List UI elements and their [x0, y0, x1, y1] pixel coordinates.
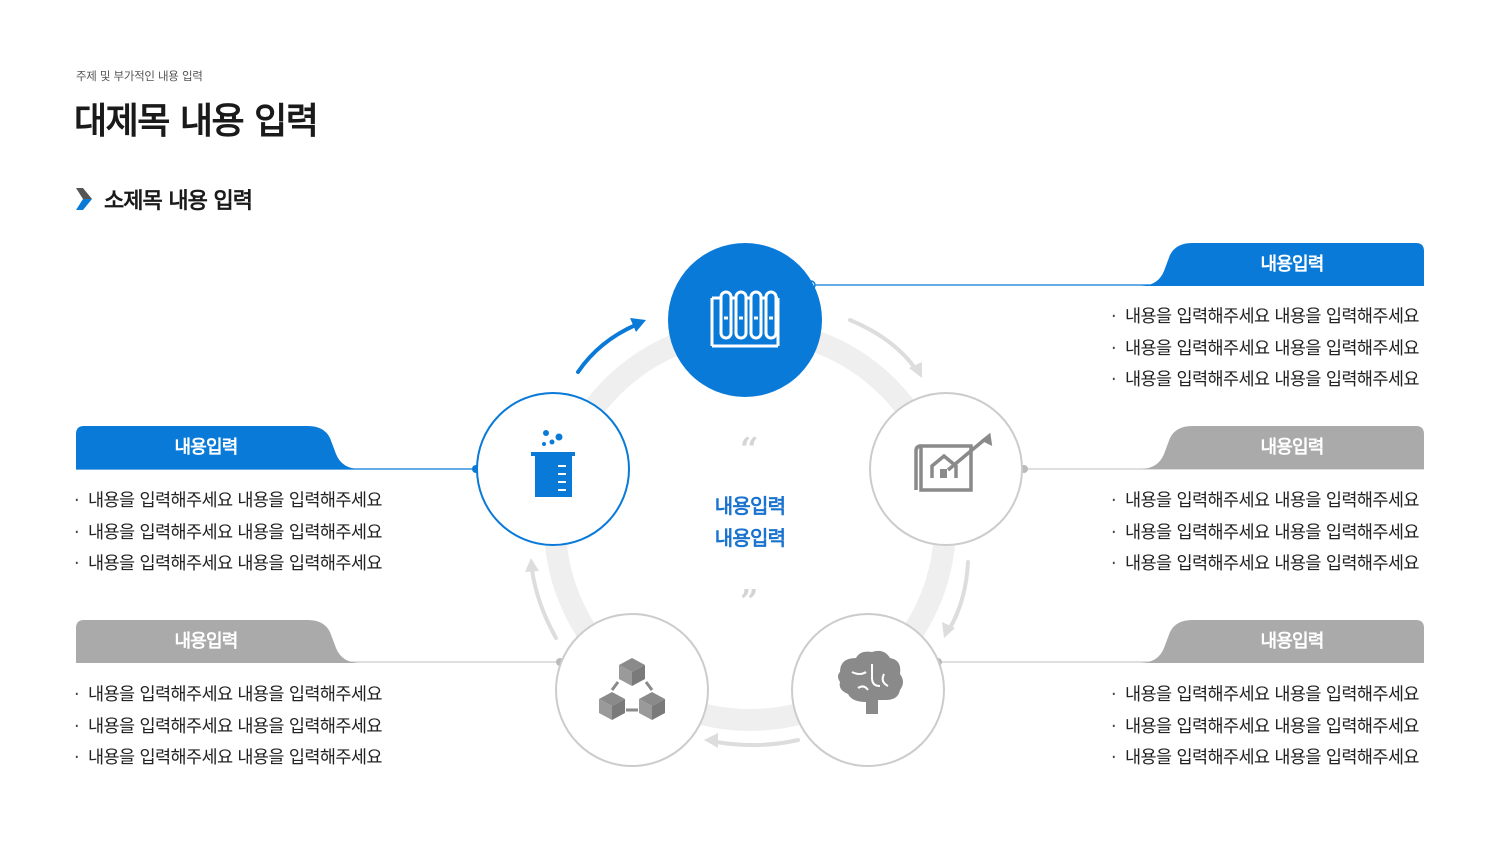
- panel-bottom-left-list: ·내용을 입력해주세요 내용을 입력해주세요 ·내용을 입력해주세요 내용을 입…: [74, 680, 382, 775]
- blueprint-house-icon: [914, 432, 993, 492]
- node-top: [668, 243, 822, 397]
- panel-top-right-list: ·내용을 입력해주세요 내용을 입력해주세요 ·내용을 입력해주세요 내용을 입…: [1111, 302, 1419, 397]
- center-label: 내용입력 내용입력: [690, 490, 810, 554]
- panel-bottom-right-list: ·내용을 입력해주세요 내용을 입력해주세요 ·내용을 입력해주세요 내용을 입…: [1111, 680, 1419, 775]
- panel-bottom-right-title: 내용입력: [1260, 631, 1324, 652]
- list-item: ·내용을 입력해주세요 내용을 입력해주세요: [1111, 307, 1419, 327]
- list-item: ·내용을 입력해주세요 내용을 입력해주세요: [74, 554, 382, 574]
- section-subtitle: 소제목 내용 입력: [104, 189, 253, 214]
- center-line-2: 내용입력: [714, 526, 786, 550]
- open-quote: “: [740, 430, 759, 468]
- beaker-icon: [531, 430, 575, 497]
- node-bottom-right: [791, 613, 945, 767]
- page-title: 대제목 내용 입력: [74, 101, 319, 142]
- list-item: ·내용을 입력해주세요 내용을 입력해주세요: [74, 748, 382, 768]
- panel-mid-left-title: 내용입력: [174, 437, 238, 458]
- list-item: ·내용을 입력해주세요 내용을 입력해주세요: [1111, 748, 1419, 768]
- arrow-top-to-right: [848, 318, 922, 378]
- node-bottom-left: [555, 613, 709, 767]
- cubes-network-icon: [599, 658, 665, 720]
- node-left: [476, 392, 630, 546]
- list-item: ·내용을 입력해주세요 내용을 입력해주세요: [1111, 370, 1419, 390]
- panel-mid-left-list: ·내용을 입력해주세요 내용을 입력해주세요 ·내용을 입력해주세요 내용을 입…: [74, 486, 382, 581]
- panel-bottom-left-title: 내용입력: [174, 631, 238, 652]
- list-item: ·내용을 입력해주세요 내용을 입력해주세요: [1111, 522, 1419, 543]
- list-item: ·내용을 입력해주세요 내용을 입력해주세요: [74, 491, 382, 511]
- list-item: ·내용을 입력해주세요 내용을 입력해주세요: [1111, 491, 1419, 511]
- panel-mid-right-title: 내용입력: [1260, 437, 1324, 458]
- list-item: ·내용을 입력해주세요 내용을 입력해주세요: [74, 522, 382, 543]
- close-quote: ”: [740, 582, 759, 620]
- list-item: ·내용을 입력해주세요 내용을 입력해주세요: [74, 716, 382, 737]
- node-right: [869, 392, 1023, 546]
- test-tubes-icon: [710, 290, 780, 348]
- panel-top-right-title: 내용입력: [1260, 254, 1324, 275]
- panel-bottom-left-tab: 내용입력: [76, 620, 360, 663]
- panel-bottom-right-tab: 내용입력: [1140, 620, 1424, 663]
- panel-top-right-tab: 내용입력: [1140, 243, 1424, 286]
- arrow-bottom-left-to-left: [525, 558, 558, 640]
- subtitle-row: 소제목 내용 입력: [74, 184, 253, 214]
- list-item: ·내용을 입력해주세요 내용을 입력해주세요: [74, 685, 382, 705]
- list-item: ·내용을 입력해주세요 내용을 입력해주세요: [1111, 338, 1419, 359]
- topic-caption: 주제 및 부가적인 내용 입력: [76, 69, 203, 83]
- chevron-right-icon: [76, 188, 92, 210]
- arrow-right-to-bottom-right: [942, 560, 970, 638]
- list-item: ·내용을 입력해주세요 내용을 입력해주세요: [1111, 685, 1419, 705]
- list-item: ·내용을 입력해주세요 내용을 입력해주세요: [1111, 554, 1419, 574]
- brain-icon: [838, 650, 903, 714]
- panel-mid-right-list: ·내용을 입력해주세요 내용을 입력해주세요 ·내용을 입력해주세요 내용을 입…: [1111, 486, 1419, 581]
- panel-mid-right-tab: 내용입력: [1140, 426, 1424, 469]
- arrow-left-to-top: [576, 318, 646, 374]
- list-item: ·내용을 입력해주세요 내용을 입력해주세요: [1111, 716, 1419, 737]
- arrow-bottom-right-to-bottom-left: [704, 733, 800, 748]
- center-line-1: 내용입력: [714, 494, 786, 518]
- panel-mid-left-tab: 내용입력: [76, 426, 360, 469]
